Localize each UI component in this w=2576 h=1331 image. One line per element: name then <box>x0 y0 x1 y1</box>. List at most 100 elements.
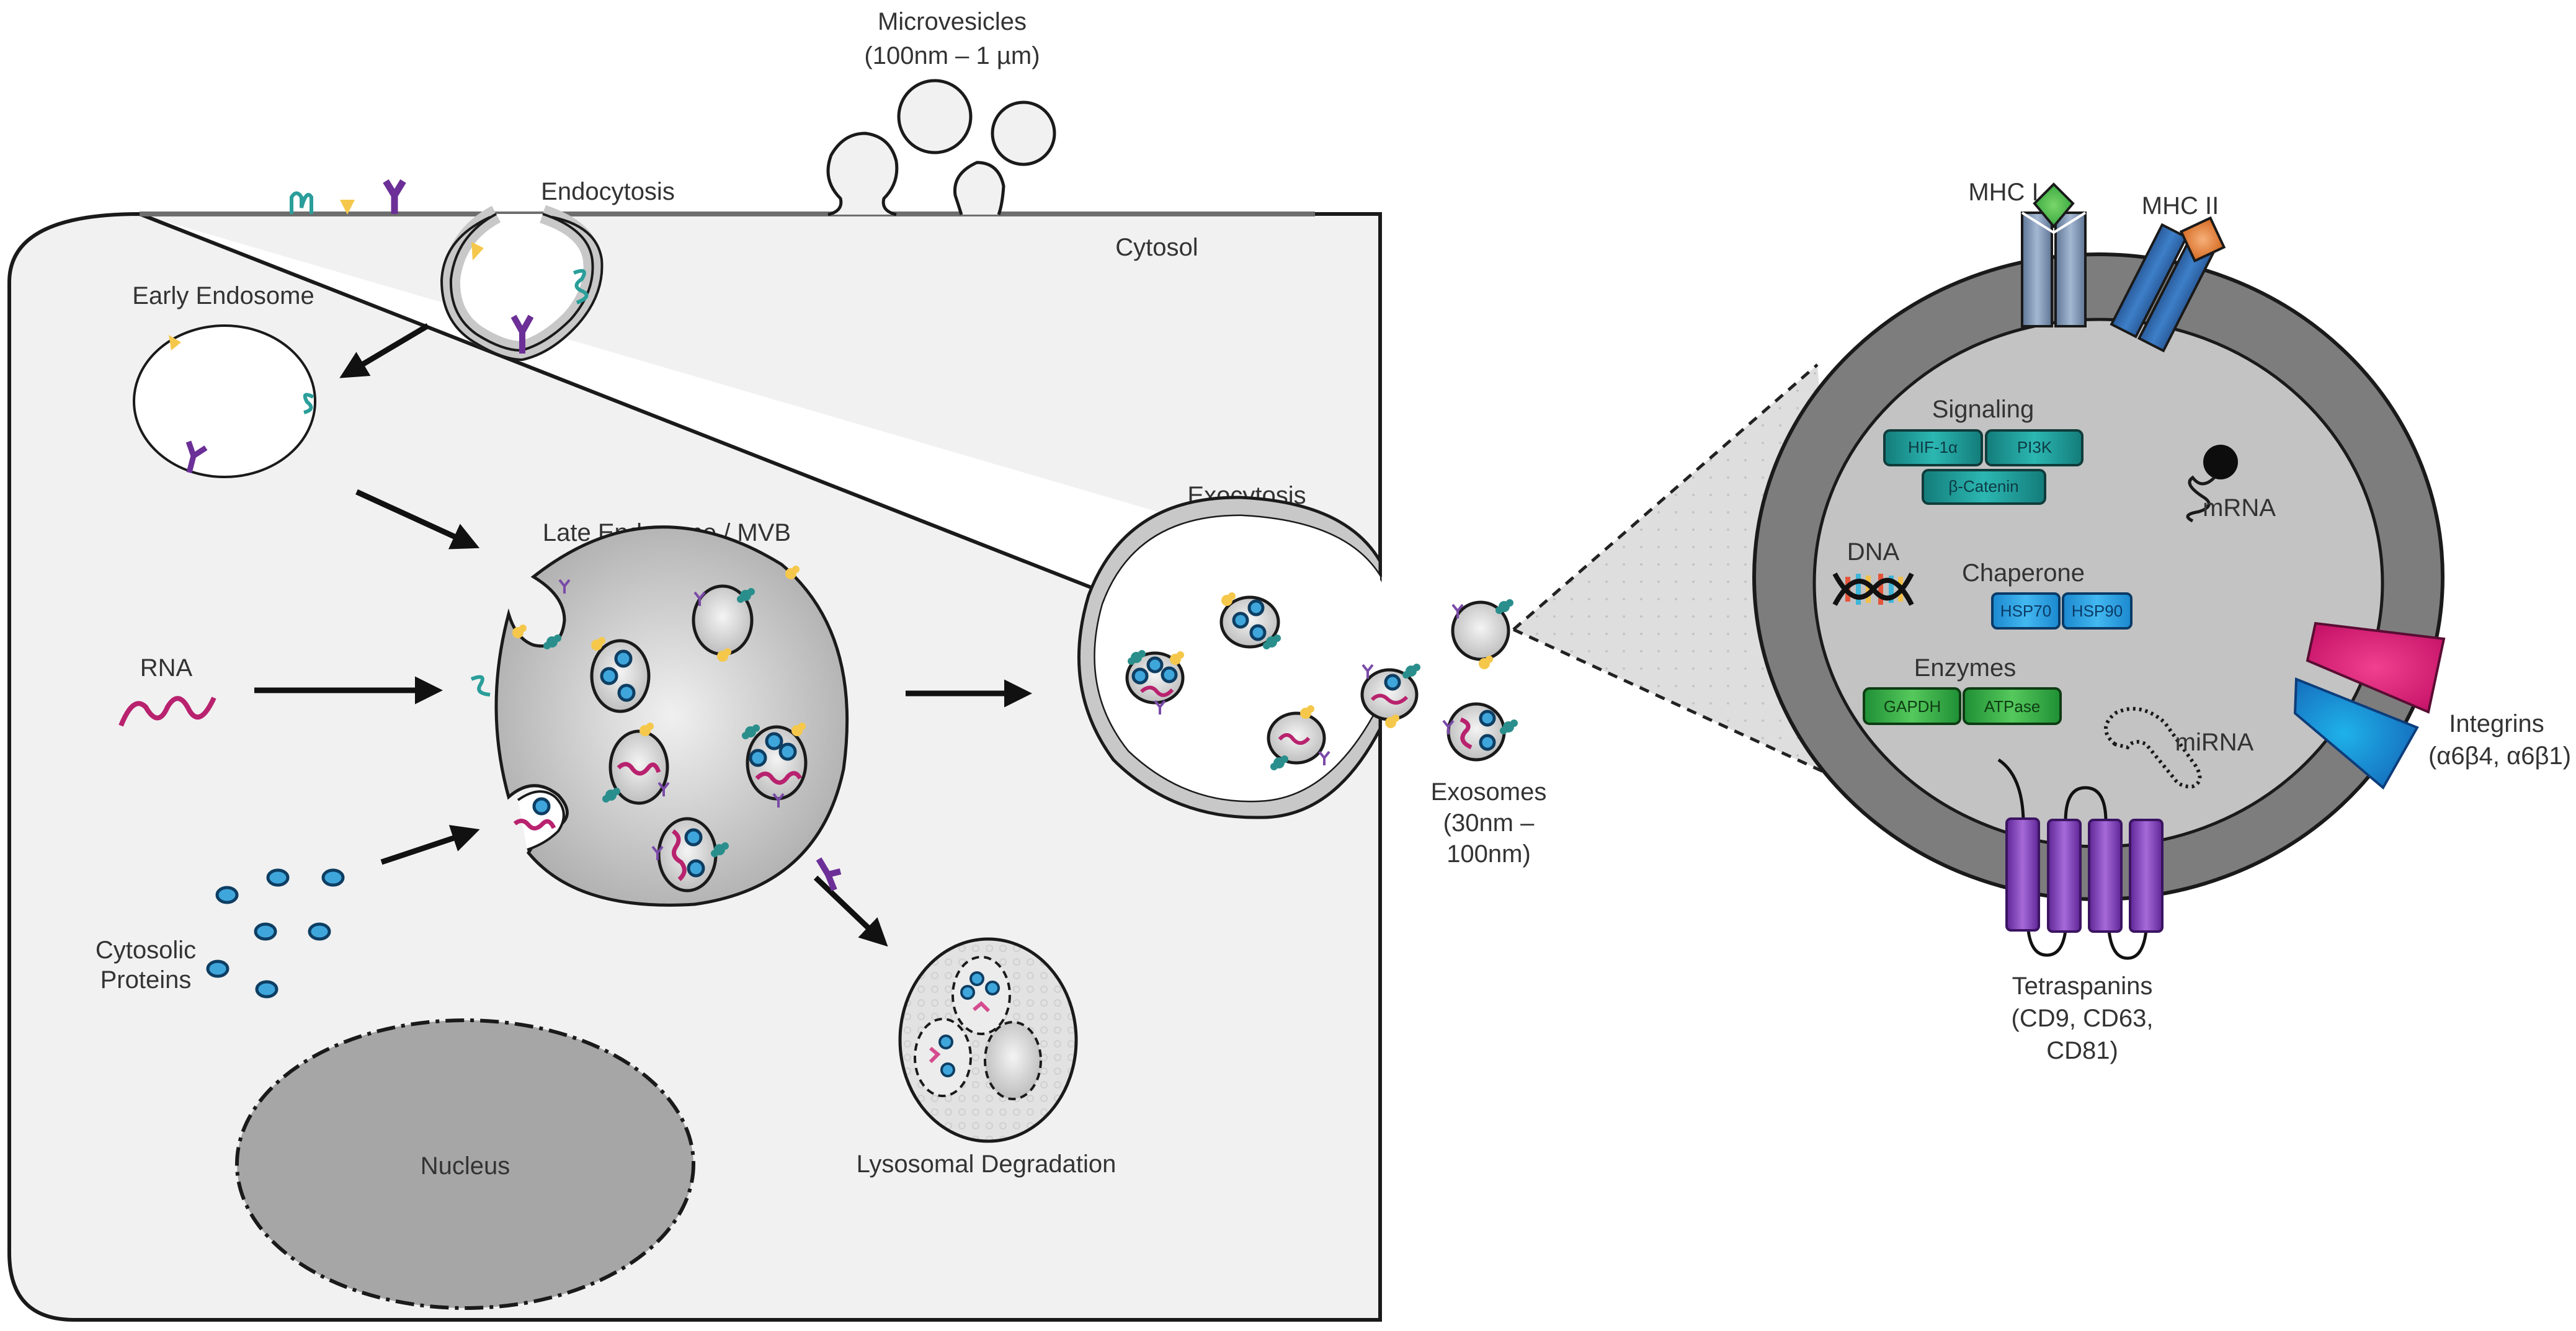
purple-antibody-icon <box>185 440 208 474</box>
pathway-arrows <box>254 323 1032 947</box>
exosome-in-pocket <box>1219 592 1281 649</box>
purple-antibody-icon <box>816 857 842 891</box>
tetraspanins-cd-label-2: CD81) <box>2046 1037 2118 1064</box>
intraluminal-vesicle <box>651 817 729 893</box>
tetraspanins-label: Tetraspanins <box>2012 973 2153 1000</box>
tetraspanins-cd-label-1: (CD9, CD63, <box>2012 1005 2154 1032</box>
released-exosome <box>1360 664 1420 728</box>
protein-box-atpase <box>1963 687 2062 725</box>
early-endosome-label: Early Endosome <box>132 282 314 309</box>
degraded-vesicle <box>952 956 1011 1035</box>
integrin-alpha6-subunit <box>2306 621 2446 714</box>
microvesicle <box>897 79 973 154</box>
svg-text:ATPase: ATPase <box>1984 697 2041 716</box>
mirna-label: miRNA <box>2175 729 2254 756</box>
early-endosome <box>133 324 316 478</box>
early-endosome-group: Early Endosome <box>132 282 316 478</box>
dna-group: DNA <box>1832 538 1914 606</box>
microvesicle <box>991 100 1056 166</box>
mirna-group: miRNA <box>2104 706 2254 789</box>
integrin-molecule: Integrins (α6β4, α6β1) <box>2293 621 2571 790</box>
mhc1-label: MHC I <box>1968 179 2038 206</box>
lysosome-group: Lysosomal Degradation <box>857 937 1116 1178</box>
svg-text:HIF-1α: HIF-1α <box>1908 438 1958 456</box>
protein-box-hsp90 <box>2062 592 2133 630</box>
microvesicles-group: Microvesicles (100nm – 1 µm) <box>826 8 1056 216</box>
exosome-in-pocket <box>1267 705 1330 770</box>
integrins-subtype-label: (α6β4, α6β1) <box>2428 742 2571 770</box>
arrow <box>355 489 480 550</box>
budding-ilv <box>513 790 565 851</box>
mhc1-molecule: MHC I <box>1968 179 2087 327</box>
exosome <box>1451 599 1513 669</box>
integrin-beta-subunit <box>2293 677 2419 790</box>
exosomes-size-label-1: (30nm – <box>1443 809 1535 837</box>
protein-box-gapdh <box>1863 687 1961 725</box>
protein-box-beta-catenin <box>1922 469 2046 505</box>
mhc2-molecule: MHC II <box>2110 192 2226 353</box>
teal-receptor-icon <box>303 393 314 414</box>
protein-icon <box>255 980 279 999</box>
exosome <box>1442 702 1518 762</box>
microvesicles-size-label: (100nm – 1 µm) <box>864 42 1040 69</box>
intraluminal-vesicle <box>602 723 670 805</box>
svg-text:β-Catenin: β-Catenin <box>1948 477 2018 496</box>
rna-strand-icon <box>118 696 216 727</box>
protein-box-hsp70 <box>1991 592 2061 630</box>
exosomes-size-label-2: 100nm) <box>1446 840 1531 868</box>
nucleus <box>235 1018 695 1310</box>
dna-label: DNA <box>1847 538 1900 566</box>
protein-icon <box>206 959 230 978</box>
arrow <box>339 323 430 378</box>
tetraspanin-molecule: Tetraspanins (CD9, CD63, CD81) <box>1997 758 2164 1064</box>
nucleus-group: Nucleus <box>235 1018 695 1310</box>
teal-receptor-icon <box>470 675 491 697</box>
protein-icon <box>321 868 345 887</box>
signaling-label: Signaling <box>1932 396 2035 423</box>
arrow <box>813 875 888 947</box>
signaling-group: Signaling HIF-1α PI3K β-Catenin <box>1883 396 2084 505</box>
exosomes-label: Exosomes <box>1431 778 1547 806</box>
protein-box-pi3k <box>1985 429 2084 466</box>
endocytosis-label: Endocytosis <box>541 178 675 205</box>
yellow-ligand-icon <box>340 200 355 215</box>
degraded-vesicle <box>984 1021 1042 1100</box>
intraluminal-vesicle <box>692 584 755 662</box>
budding-microvesicle <box>826 131 899 216</box>
cytosol-label: Cytosol <box>1115 234 1198 261</box>
enzymes-label: Enzymes <box>1914 654 2017 682</box>
dna-helix-icon <box>1832 572 1914 606</box>
mrna-strand-icon <box>2186 475 2216 523</box>
mhc1-peptide <box>2033 182 2075 229</box>
arrow <box>380 825 480 865</box>
exosome-detail: MHC I MHC II Signaling HIF-1α PI3K β-Cat… <box>1752 179 2571 1064</box>
mirna-hairpin-icon <box>2104 706 2202 789</box>
teal-receptor-icon <box>290 191 313 214</box>
protein-icon <box>308 922 331 941</box>
svg-text:PI3K: PI3K <box>2017 438 2052 456</box>
tetraspanin-domain <box>2047 819 2082 933</box>
yellow-ligand-icon <box>169 335 181 350</box>
protein-icon <box>254 922 277 941</box>
ribosome-icon <box>2203 445 2238 479</box>
mvb-group: Late Endosome / MVB <box>470 519 849 907</box>
protein-icon <box>215 886 239 904</box>
protein-dots <box>206 868 345 999</box>
exosome-in-pocket <box>1125 650 1185 716</box>
tetraspanin-domain <box>2005 817 2040 932</box>
svg-text:HSP70: HSP70 <box>2000 602 2051 620</box>
mhc2-label: MHC II <box>2142 192 2219 220</box>
mrna-group: mRNA <box>2186 445 2276 523</box>
yellow-ligand-icon <box>471 242 484 260</box>
lysosomal-degradation-label: Lysosomal Degradation <box>857 1151 1116 1178</box>
purple-antibody-icon <box>510 314 534 354</box>
intraluminal-vesicle <box>590 637 651 713</box>
microvesicles-label: Microvesicles <box>878 8 1027 35</box>
purple-antibody-icon <box>383 179 406 214</box>
rna-label: RNA <box>140 654 193 682</box>
mhc2-peptide <box>2179 216 2226 263</box>
nucleus-label: Nucleus <box>421 1152 510 1180</box>
tetraspanin-domain <box>2088 819 2123 933</box>
chaperone-group: Chaperone HSP70 HSP90 <box>1962 559 2133 630</box>
